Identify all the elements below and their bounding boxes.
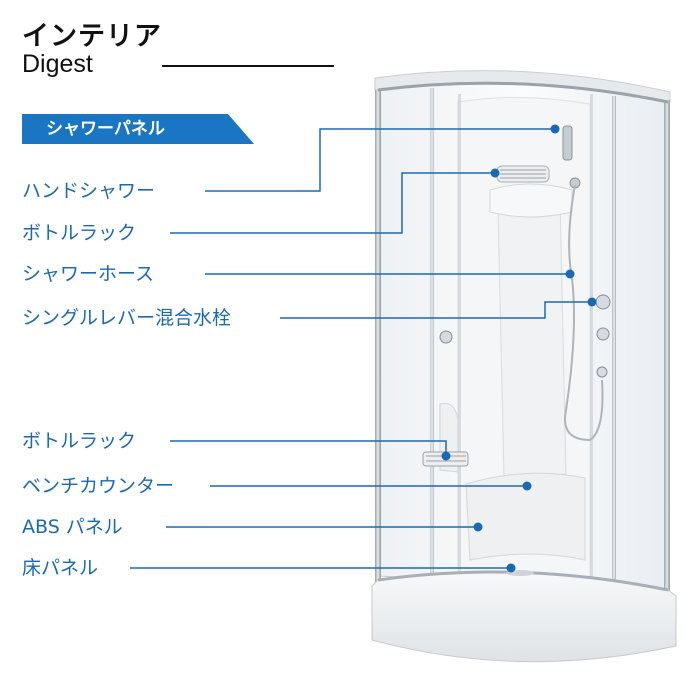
floor-panel-dot (506, 563, 516, 573)
label-shower-hose: シャワーホース (22, 263, 155, 285)
hand-shower-dot (550, 124, 560, 134)
label-abs-panel: ABS パネル (22, 516, 123, 538)
leader-dots (441, 124, 597, 573)
label-bottle-rack-lower: ボトルラック (22, 430, 137, 452)
label-hand-shower: ハンドシャワー (22, 180, 156, 202)
label-single-lever-mixer: シングルレバー混合水栓 (22, 307, 232, 329)
mixer-dot (587, 297, 597, 307)
abs-panel-dot (473, 522, 483, 532)
title-japanese: インテリア (22, 21, 162, 52)
bench-dot (522, 481, 532, 491)
bottle-rack-bottom-dot (441, 451, 451, 461)
label-bench-counter: ベンチカウンター (22, 475, 175, 497)
shower-hose-dot (565, 269, 575, 279)
leader-lines (130, 128, 592, 569)
bottle-rack-top-dot (490, 168, 500, 178)
title-english: Digest (22, 50, 93, 78)
section-badge: シャワーパネル (22, 114, 254, 144)
label-floor-panel: 床パネル (22, 557, 99, 579)
title-rule (162, 65, 334, 67)
label-bottle-rack-upper: ボトルラック (22, 222, 137, 244)
